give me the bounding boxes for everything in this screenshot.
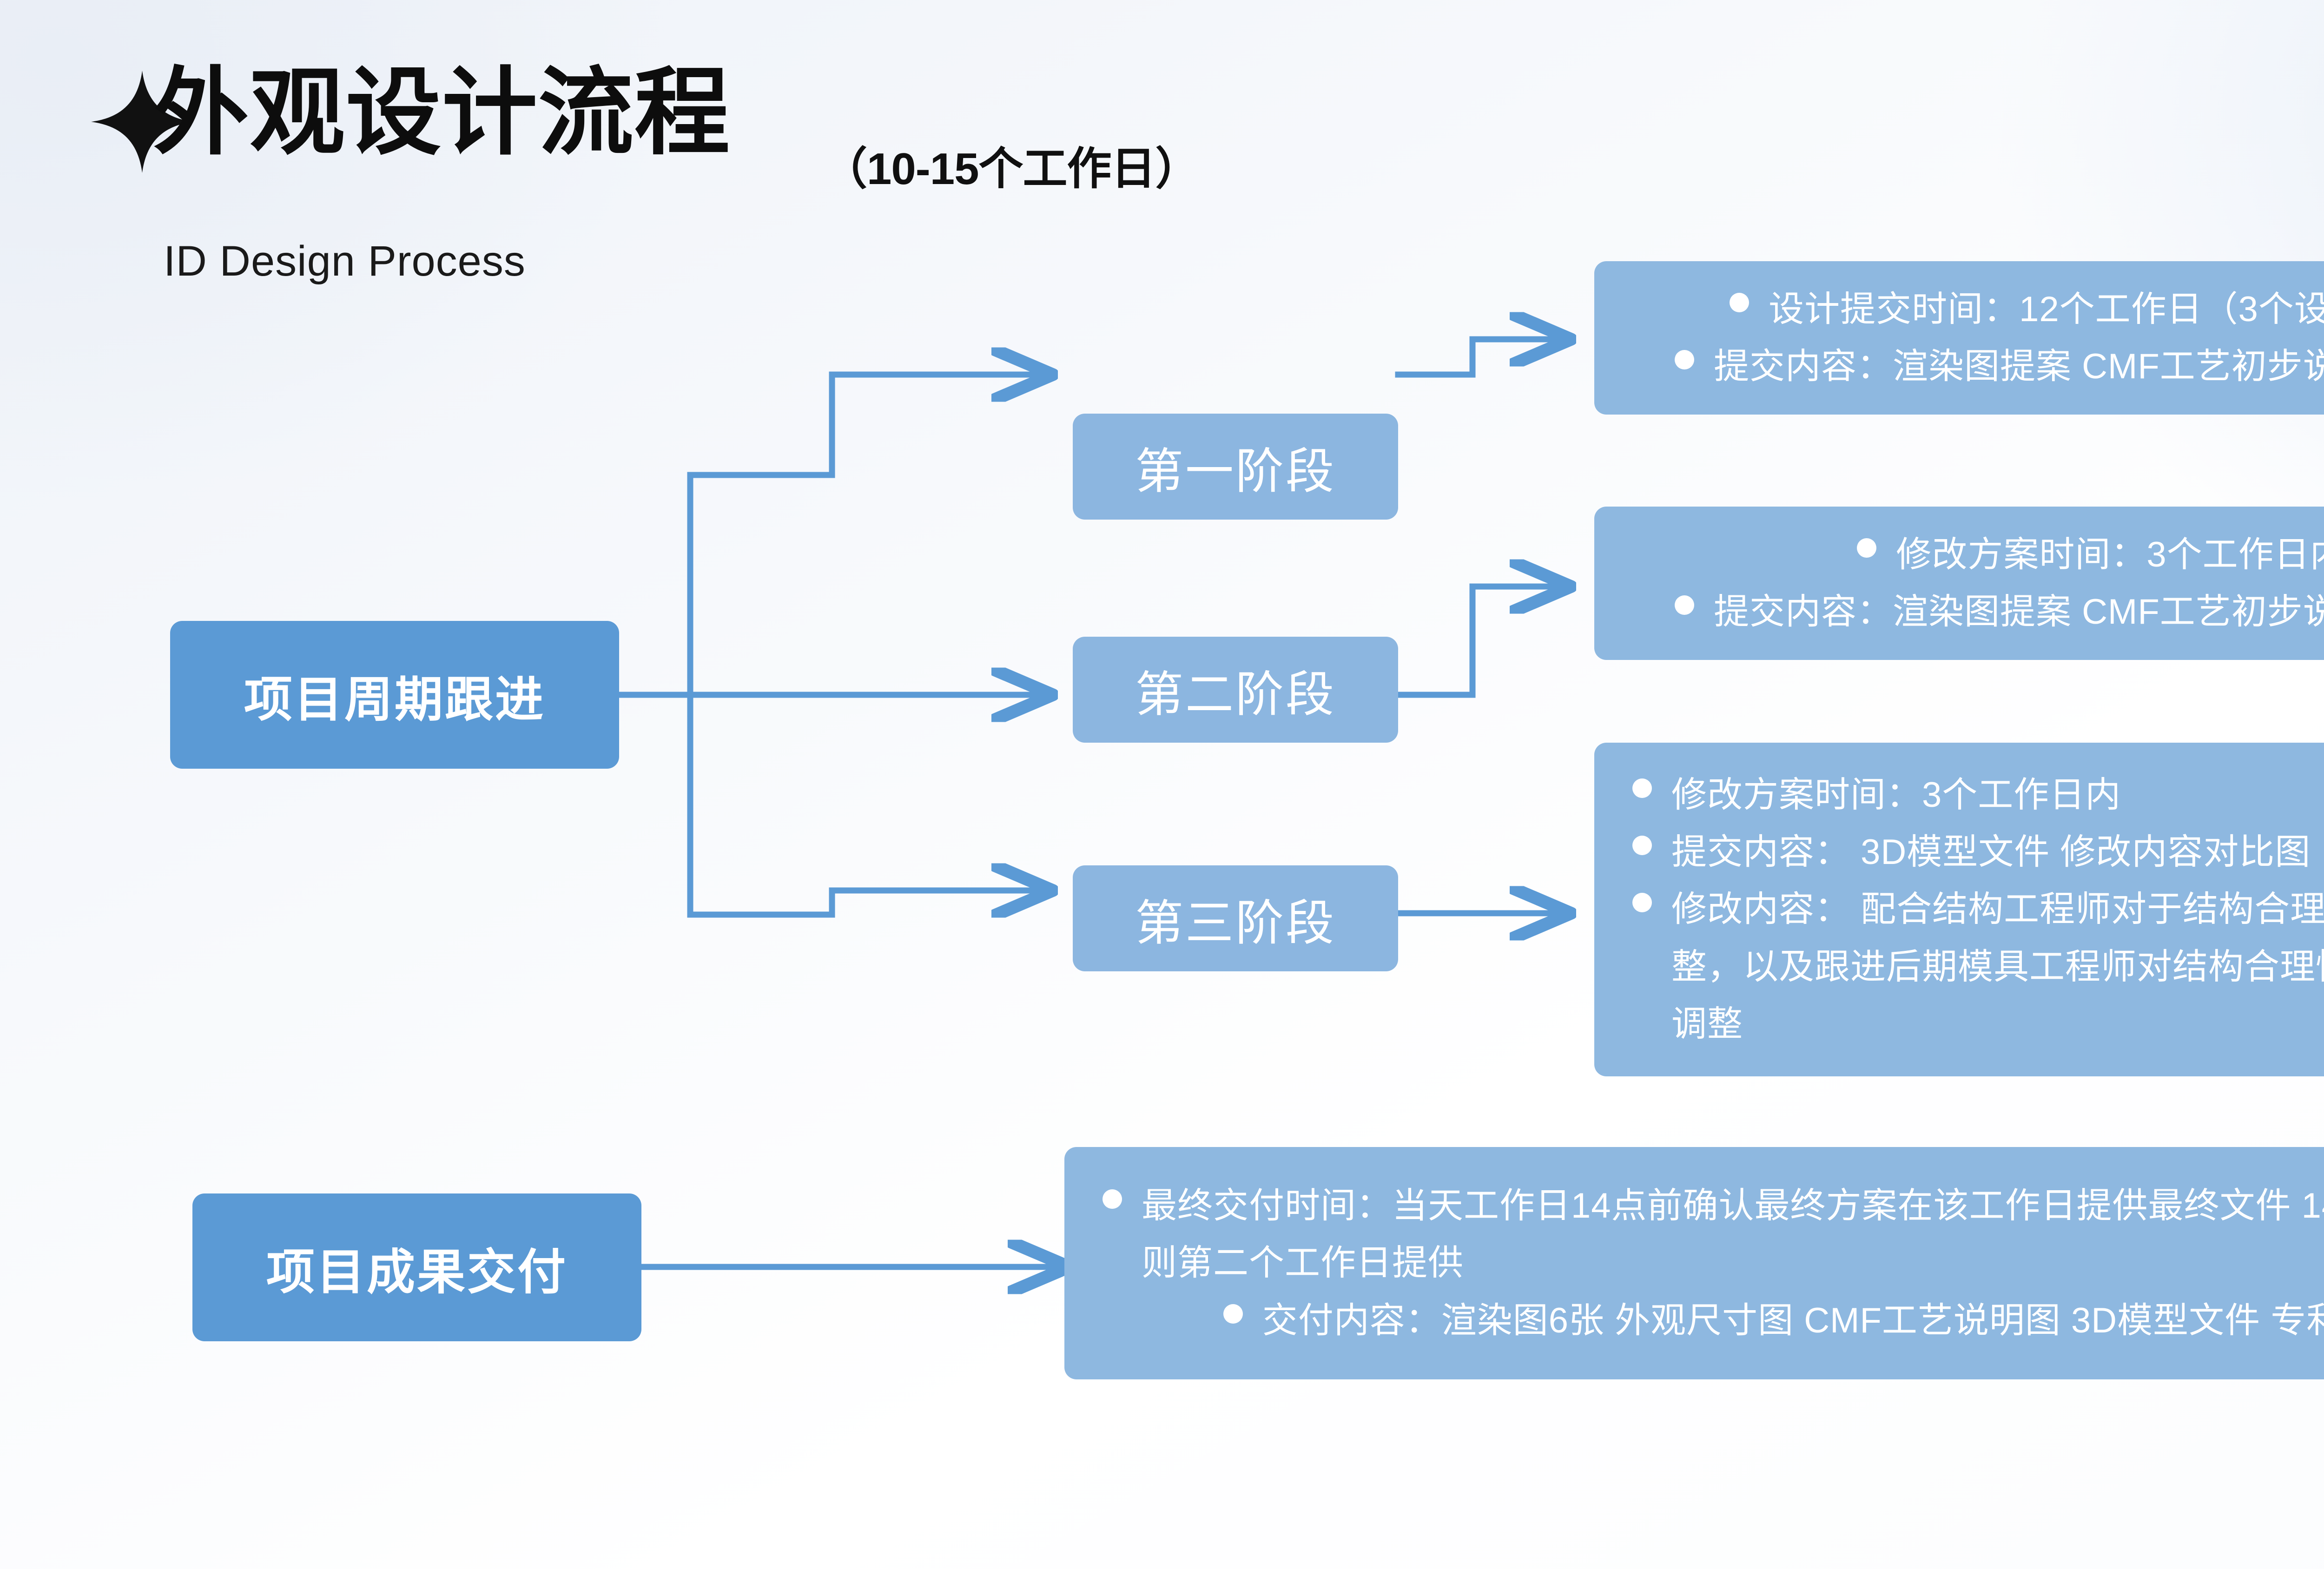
detail-box-1: 设计提交时间：12个工作日（3个设计方案） 提交内容：渲染图提案 CMF工艺初步… [1594, 261, 2324, 415]
bullet-dot-icon [1857, 538, 1877, 558]
bullet-text: 设计提交时间：12个工作日（3个设计方案） [1769, 289, 2324, 329]
bullet-item: 交付内容：渲染图6张 外观尺寸图 CMF工艺说明图 3D模型文件 专利图文件 [1223, 1292, 2324, 1349]
bullet-dot-icon [1632, 778, 1652, 798]
bullet-text: 修改方案时间：3个工作日内 [1896, 534, 2324, 574]
delivery-detail-box: 最终交付时间：当天工作日14点前确认最终方案在该工作日提供最终文件 14点后确认… [1064, 1147, 2324, 1379]
stage-box-1[interactable]: 第一阶段 [1073, 414, 1398, 520]
bullet-dot-icon [1730, 292, 1750, 312]
stage-box-3[interactable]: 第三阶段 [1073, 865, 1398, 971]
bullet-text: 提交内容： 3D模型文件 修改内容对比图 [1671, 832, 2311, 872]
stage-box-2-label: 第二阶段 [1135, 667, 1336, 722]
bullet-item: 修改方案时间：3个工作日内 [1632, 766, 2324, 824]
page-subtitle: ID Design Process [164, 237, 526, 285]
bullet-text: 修改内容： 配合结构工程师对于结构合理性需要的调整，以及跟进后期模具工程师对结构… [1671, 890, 2324, 1044]
bullet-dot-icon [1675, 595, 1695, 615]
bullet-item: 修改内容： 配合结构工程师对于结构合理性需要的调整，以及跟进后期模具工程师对结构… [1632, 881, 2324, 1052]
bullet-text: 提交内容：渲染图提案 CMF工艺初步说明 产品尺寸 [1714, 592, 2324, 632]
bullet-item: 提交内容：渲染图提案 CMF工艺初步说明 产品尺寸 [1675, 338, 2324, 395]
bullet-dot-icon [1632, 836, 1652, 856]
detail-box-2: 修改方案时间：3个工作日内 提交内容：渲染图提案 CMF工艺初步说明 产品尺寸 [1594, 507, 2324, 660]
sparkle-icon [91, 71, 193, 173]
bullet-text: 提交内容：渲染图提案 CMF工艺初步说明 产品尺寸 [1714, 347, 2324, 386]
phase-tracking-label-text: 项目周期跟进 [244, 672, 545, 727]
bullet-item: 提交内容：渲染图提案 CMF工艺初步说明 产品尺寸 [1675, 583, 2324, 640]
delivery-label[interactable]: 项目成果交付 [192, 1193, 641, 1341]
bullet-item: 提交内容： 3D模型文件 修改内容对比图 [1632, 824, 2324, 881]
page-title-note: （10-15个工作日） [823, 144, 1200, 194]
delivery-label-text: 项目成果交付 [266, 1245, 568, 1299]
bullet-text: 最终交付时间：当天工作日14点前确认最终方案在该工作日提供最终文件 14点后确认… [1142, 1186, 2324, 1283]
bullet-text: 修改方案时间：3个工作日内 [1671, 775, 2121, 815]
stage-box-1-label: 第一阶段 [1135, 444, 1336, 499]
detail-box-3: 修改方案时间：3个工作日内 提交内容： 3D模型文件 修改内容对比图 修改内容：… [1594, 743, 2324, 1076]
bullet-dot-icon [1223, 1304, 1243, 1324]
page-title: 外观设计流程 [153, 59, 731, 166]
bullet-dot-icon [1675, 350, 1695, 369]
stage-box-3-label: 第三阶段 [1135, 896, 1336, 950]
phase-tracking-label[interactable]: 项目周期跟进 [170, 621, 619, 769]
bullet-item: 修改方案时间：3个工作日内 [1857, 526, 2324, 583]
bullet-item: 设计提交时间：12个工作日（3个设计方案） [1730, 281, 2324, 338]
bullet-dot-icon [1632, 893, 1652, 913]
bullet-dot-icon [1103, 1189, 1122, 1209]
bullet-item: 最终交付时间：当天工作日14点前确认最终方案在该工作日提供最终文件 14点后确认… [1103, 1177, 2324, 1292]
stage-box-2[interactable]: 第二阶段 [1073, 637, 1398, 743]
bullet-text: 交付内容：渲染图6张 外观尺寸图 CMF工艺说明图 3D模型文件 专利图文件 [1262, 1300, 2324, 1340]
